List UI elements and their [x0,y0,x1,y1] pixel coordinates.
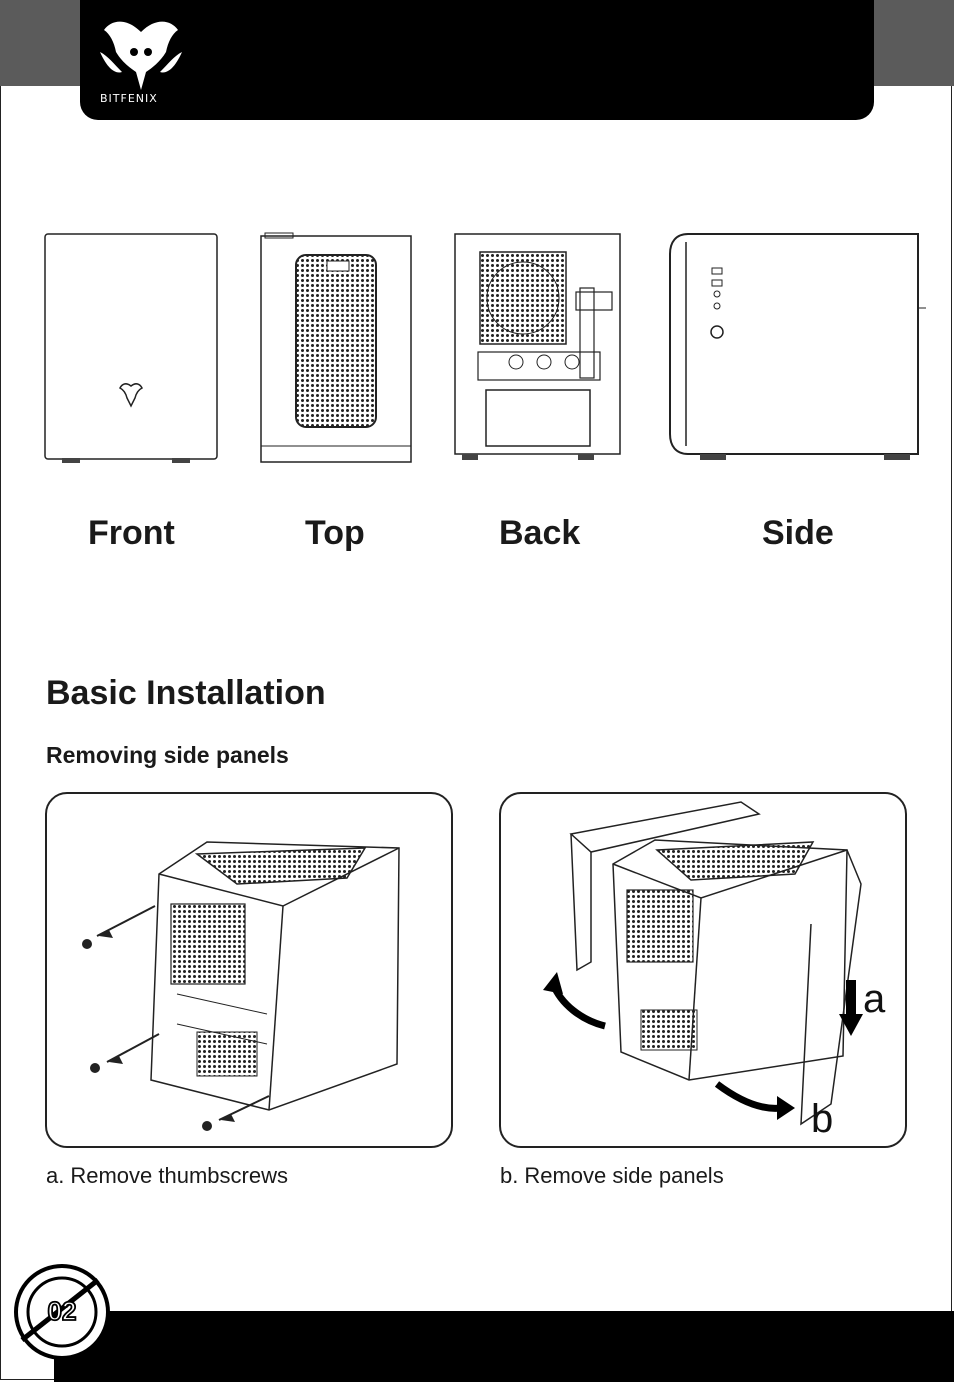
step-caption-b: b.Remove side panels [500,1163,724,1189]
view-label-side: Side [762,514,834,552]
view-label-back: Back [499,514,581,552]
step-text-b: Remove side panels [524,1163,724,1188]
diagram-a-illustration [82,841,400,1131]
step-letter-b: b. [500,1163,519,1188]
case-side-view [669,233,926,460]
section-title: Basic Installation [46,674,326,712]
diagram-label-b: b [811,1097,833,1141]
diagram-b-illustration: a b [543,801,886,1141]
diagram-remove-thumbscrews [45,792,453,1148]
section-subtitle: Removing side panels [46,742,289,768]
case-top-view [260,232,412,463]
page-number-badge: 02 [14,1264,110,1360]
header-corner-left [0,0,80,86]
page-number: 02 [48,1296,77,1326]
view-label-top: Top [305,514,365,552]
header-bar [80,0,874,120]
step-letter-a: a. [46,1163,65,1188]
diagram-label-a: a [863,977,886,1021]
view-label-front: Front [88,514,175,552]
logo-wordmark: BITFENIX [100,92,158,105]
case-front-view [44,233,218,463]
footer-bar [54,1311,954,1382]
case-back-view [454,233,621,460]
bitfenix-logo-icon [100,21,182,90]
step-text-a: Remove thumbscrews [70,1163,288,1188]
header-corner-right [874,0,954,86]
step-caption-a: a.Remove thumbscrews [46,1163,288,1189]
diagram-remove-side-panels: a b [499,792,907,1148]
